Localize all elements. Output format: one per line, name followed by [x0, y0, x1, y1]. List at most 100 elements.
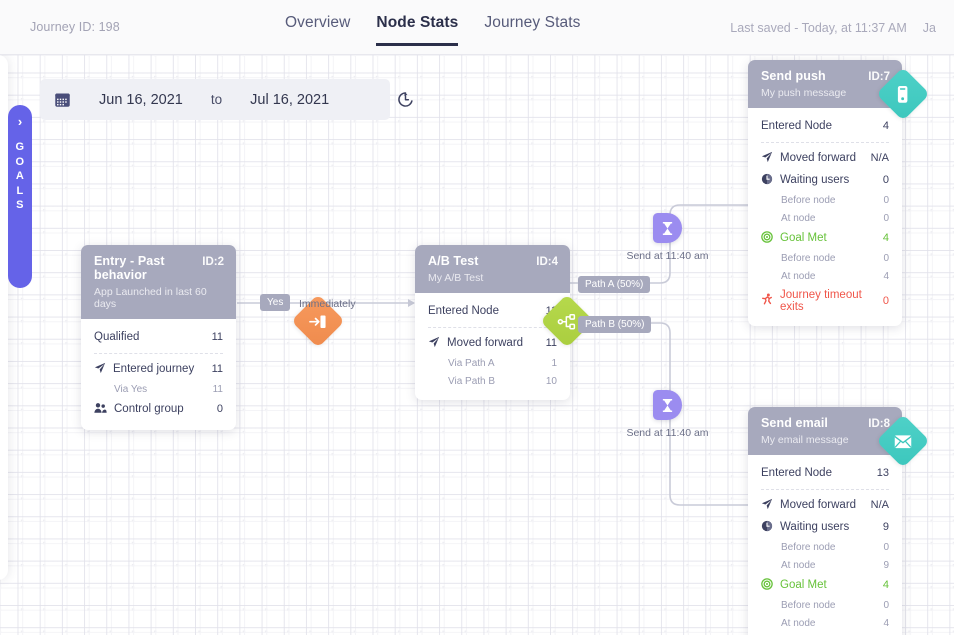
date-from-value[interactable]: Jun 16, 2021 [99, 91, 183, 108]
stat-row-via-path-b: Via Path B 10 [428, 372, 557, 390]
stat-label: Entered Node [761, 466, 832, 479]
stat-row-before-node: Before node 0 [761, 191, 889, 209]
node-header: Send push ID:7 My push message [748, 60, 902, 108]
stat-label: Before node [781, 194, 836, 206]
goals-label: G O A L S [16, 142, 25, 211]
stat-label: Entered Node [761, 119, 832, 132]
node-subtitle: My email message [761, 434, 849, 446]
split-branch-icon [540, 294, 594, 348]
last-saved-text: Last saved - Today, at 11:37 AM [730, 21, 907, 35]
tab-bar: Overview Node Stats Journey Stats [285, 14, 580, 46]
stat-row-goal-at-node: At node 4 [761, 267, 889, 285]
stat-row-journey-timeout-exits: Journey timeout exits 0 [761, 285, 889, 316]
node-title: Send push [761, 69, 826, 83]
node-id-label: ID:4 [536, 256, 558, 268]
stat-row-entered-node: Entered Node 11 [428, 301, 557, 320]
stat-row-before-node: Before node 0 [761, 538, 889, 556]
paper-plane-icon [94, 362, 106, 377]
divider [428, 327, 557, 328]
stat-value: 4 [882, 579, 889, 591]
stat-row-entered-node: Entered Node 4 [761, 116, 889, 135]
node-id-label: ID:8 [868, 418, 890, 430]
goals-side-tab[interactable]: › G O A L S [8, 105, 32, 288]
hourglass-icon [653, 213, 682, 243]
date-range-separator: to [210, 92, 223, 107]
edge-arrow [408, 299, 415, 307]
node-subtitle: My push message [761, 87, 847, 99]
runner-icon [761, 293, 773, 308]
stat-row-goal-before-node: Before node 0 [761, 249, 889, 267]
tab-overview[interactable]: Overview [285, 14, 351, 31]
node-body: Entered Node 13 Moved forward N/A Waitin… [748, 455, 902, 635]
date-range-picker[interactable]: Jun 16, 2021 to Jul 16, 2021 [40, 79, 390, 120]
stat-value: 0 [882, 294, 889, 307]
stat-label: Entered journey [113, 363, 195, 375]
stat-label: Moved forward [780, 499, 857, 511]
node-title: Entry - Past behavior [94, 254, 165, 282]
wait-node-label: Send at 11:40 am [626, 427, 709, 439]
node-card-entry[interactable]: Entry - Past behavior ID:2 App Launched … [81, 245, 345, 430]
stat-row-entered-journey: Entered journey 11 [94, 358, 223, 380]
stat-value: 10 [545, 375, 557, 387]
paper-plane-icon [761, 151, 773, 166]
stat-row-goal-met: Goal Met 4 [761, 227, 889, 249]
node-subtitle: App Launched in last 60 days [94, 286, 207, 310]
stat-value: 13 [876, 466, 889, 479]
stat-value: 0 [883, 599, 889, 611]
goals-letter: S [16, 199, 24, 211]
stat-value: 11 [211, 330, 223, 343]
node-body: Entered Node 4 Moved forward N/A Waiting… [748, 108, 902, 326]
stat-value: 0 [883, 194, 889, 206]
divider [761, 489, 889, 490]
left-side-panel [0, 55, 8, 580]
hourglass-icon [653, 390, 682, 420]
wait-node-1[interactable]: Send at 11:40 am [626, 213, 726, 262]
stat-label: Via Yes [114, 383, 148, 395]
refresh-clock-icon[interactable] [396, 90, 415, 114]
divider [761, 142, 889, 143]
stat-row-goal-at-node: At node 4 [761, 614, 889, 632]
stat-value: 11 [545, 337, 557, 349]
node-body: Entered Node 11 Moved forward 11 Via Pat… [415, 293, 570, 400]
node-title: A/B Test [428, 254, 479, 268]
tab-journey-stats[interactable]: Journey Stats [484, 14, 581, 31]
node-header: Entry - Past behavior ID:2 App Launched … [81, 245, 236, 319]
stat-row-control-group: Control group 0 [94, 398, 223, 420]
stat-value: 0 [883, 541, 889, 553]
stat-value: 4 [883, 270, 889, 282]
stat-row-moved-forward: Moved forward N/A [761, 147, 889, 169]
wait-node-2[interactable]: Send at 11:40 am [626, 390, 726, 439]
node-card-email[interactable]: Send email ID:8 My email message Entered… [748, 407, 930, 635]
wait-node-label: Send at 11:40 am [626, 250, 709, 262]
date-to-value[interactable]: Jul 16, 2021 [250, 91, 330, 108]
paper-plane-icon [428, 336, 440, 351]
stat-label: At node [781, 270, 816, 282]
stat-label: At node [781, 559, 816, 571]
edge-label-path-b: Path B (50%) [578, 316, 652, 333]
top-bar: Journey ID: 198 Overview Node Stats Jour… [0, 0, 954, 55]
stat-row-at-node: At node 0 [761, 209, 889, 227]
stat-label: Waiting users [780, 174, 850, 186]
people-icon [94, 402, 107, 417]
stat-row-moved-forward: Moved forward N/A [761, 494, 889, 516]
node-card-abtest[interactable]: A/B Test ID:4 My A/B Test Entered Node 1… [415, 245, 594, 400]
divider [94, 353, 223, 354]
calendar-icon [54, 91, 71, 108]
goals-letter: G [15, 141, 25, 153]
stat-row-goal-before-node: Before node 0 [761, 596, 889, 614]
stat-row-waiting-users: Waiting users 9 [761, 516, 889, 538]
stat-value: 11 [212, 383, 223, 395]
stat-row-via-path-a: Via Path A 1 [428, 354, 557, 372]
node-card-push[interactable]: Send push ID:7 My push message Entered N… [748, 60, 930, 326]
stat-row-goal-met: Goal Met 4 [761, 574, 889, 596]
edge-label-yes: Yes [260, 294, 291, 311]
stat-label: Moved forward [780, 152, 857, 164]
stat-label: Via Path B [448, 375, 496, 387]
tab-node-stats[interactable]: Node Stats [376, 14, 459, 46]
stat-label: Via Path A [448, 357, 495, 369]
node-id-label: ID:2 [202, 256, 224, 268]
target-icon [761, 230, 773, 246]
journey-canvas[interactable]: Jun 16, 2021 to Jul 16, 2021 › G O A L S [0, 55, 954, 635]
